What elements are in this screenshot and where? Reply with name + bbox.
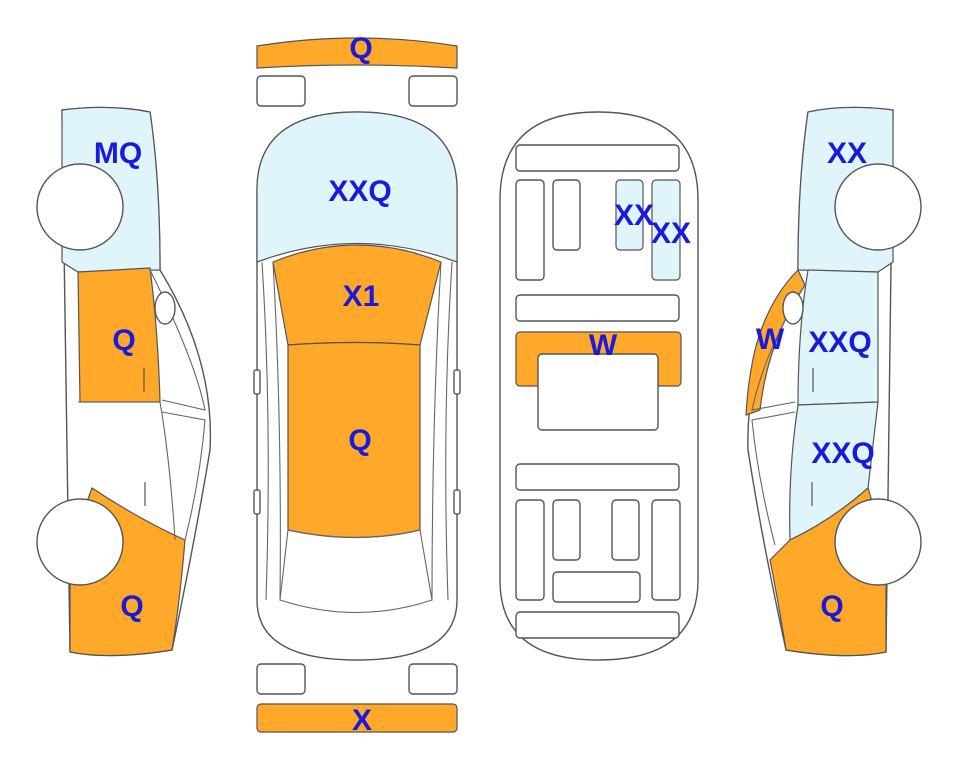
top-left-inner-line [272, 261, 281, 601]
rear-bench-bar [515, 463, 680, 491]
interior-seat-b-part[interactable] [651, 179, 681, 281]
left-front-wheel [36, 163, 124, 251]
right-rear-quarter-label: Q [820, 590, 843, 623]
console-screen [537, 353, 659, 431]
top-left-side-line [261, 261, 269, 601]
left-rear-wheel [36, 498, 124, 586]
top-view: Q XXQ X1 Q X [253, 32, 461, 737]
front-right-light [408, 75, 458, 107]
right-front-door-label: XXQ [808, 326, 871, 359]
front-bumper-part[interactable] [256, 37, 458, 69]
front-left-light [256, 75, 306, 107]
right-a-pillar-label: W [756, 323, 785, 356]
left-rear-window [161, 411, 206, 541]
left-mirror [154, 291, 176, 325]
front-left-seat-outer [515, 179, 545, 281]
interior-console-label: W [589, 329, 618, 362]
rear-right-light [408, 663, 458, 695]
left-handle [253, 489, 261, 515]
interior-seat-a-part[interactable] [615, 179, 644, 251]
roof-label: Q [348, 424, 371, 457]
left-rear-quarter-label: Q [120, 590, 143, 623]
interior-seat-b-label: XX [651, 217, 691, 250]
right-handle [453, 489, 461, 515]
top-right-side-line [445, 261, 453, 601]
left-front-door-label: Q [112, 324, 135, 357]
dash-panel [515, 144, 680, 172]
rear-left-seat-outer [515, 499, 545, 601]
right-rear-window [751, 411, 796, 546]
left-side-view: MQ Q Q [36, 106, 212, 657]
rear-center-seat [552, 571, 641, 603]
trunk-bar [515, 611, 680, 639]
rear-bumper-part[interactable] [256, 703, 458, 733]
hood-part[interactable] [256, 111, 458, 263]
center-bar [515, 294, 680, 322]
interior-view: XX XX W [499, 111, 699, 661]
right-rear-wheel [834, 498, 922, 586]
left-window-line [149, 269, 206, 411]
right-front-wheel [834, 163, 922, 251]
rear-right-seat [611, 499, 640, 561]
front-bumper-label: Q [349, 32, 372, 65]
rear-bumper-label: X [352, 704, 372, 737]
right-side-view: XX W XXQ XXQ Q [745, 106, 922, 657]
left-door-split [78, 401, 176, 541]
right-front-fender-label: XX [827, 137, 867, 170]
left-front-fender-label: MQ [94, 137, 142, 170]
rear-left-seat [552, 499, 581, 561]
right-mirror [453, 369, 461, 395]
rear-right-seat-outer [651, 499, 681, 601]
windshield-label: X1 [343, 280, 380, 313]
hood-label: XXQ [328, 175, 391, 208]
right-mirror [782, 291, 804, 325]
top-right-inner-line [431, 261, 442, 601]
front-left-seat [552, 179, 581, 251]
interior-seat-a-label: XX [614, 199, 654, 232]
rear-left-light [256, 663, 306, 695]
right-rear-door-label: XXQ [811, 437, 874, 470]
left-mirror [253, 369, 261, 395]
rear-window [279, 529, 433, 613]
